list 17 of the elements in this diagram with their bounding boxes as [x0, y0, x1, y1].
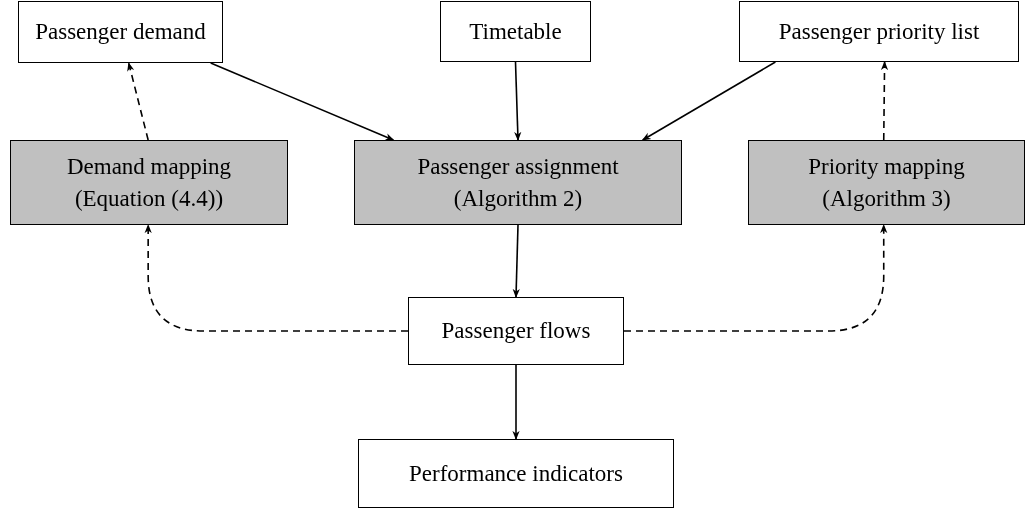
arrow [641, 61, 777, 141]
arrow [512, 364, 520, 440]
arrow [127, 62, 149, 141]
process-box: Priority mapping (Algorithm 3) [748, 140, 1025, 225]
data-box: Performance indicators [358, 439, 674, 508]
arrow [623, 224, 888, 332]
arrow [514, 61, 522, 141]
process-box: Demand mapping (Equation (4.4)) [10, 140, 288, 225]
data-box: Passenger demand [18, 1, 223, 63]
arrow [512, 224, 520, 298]
data-box: Passenger priority list [739, 1, 1019, 62]
data-box: Timetable [440, 1, 591, 62]
arrow [209, 62, 395, 141]
arrow [880, 61, 889, 141]
process-box: Passenger assignment (Algorithm 2) [354, 140, 682, 225]
arrow [144, 224, 409, 332]
data-box: Passenger flows [408, 297, 624, 365]
